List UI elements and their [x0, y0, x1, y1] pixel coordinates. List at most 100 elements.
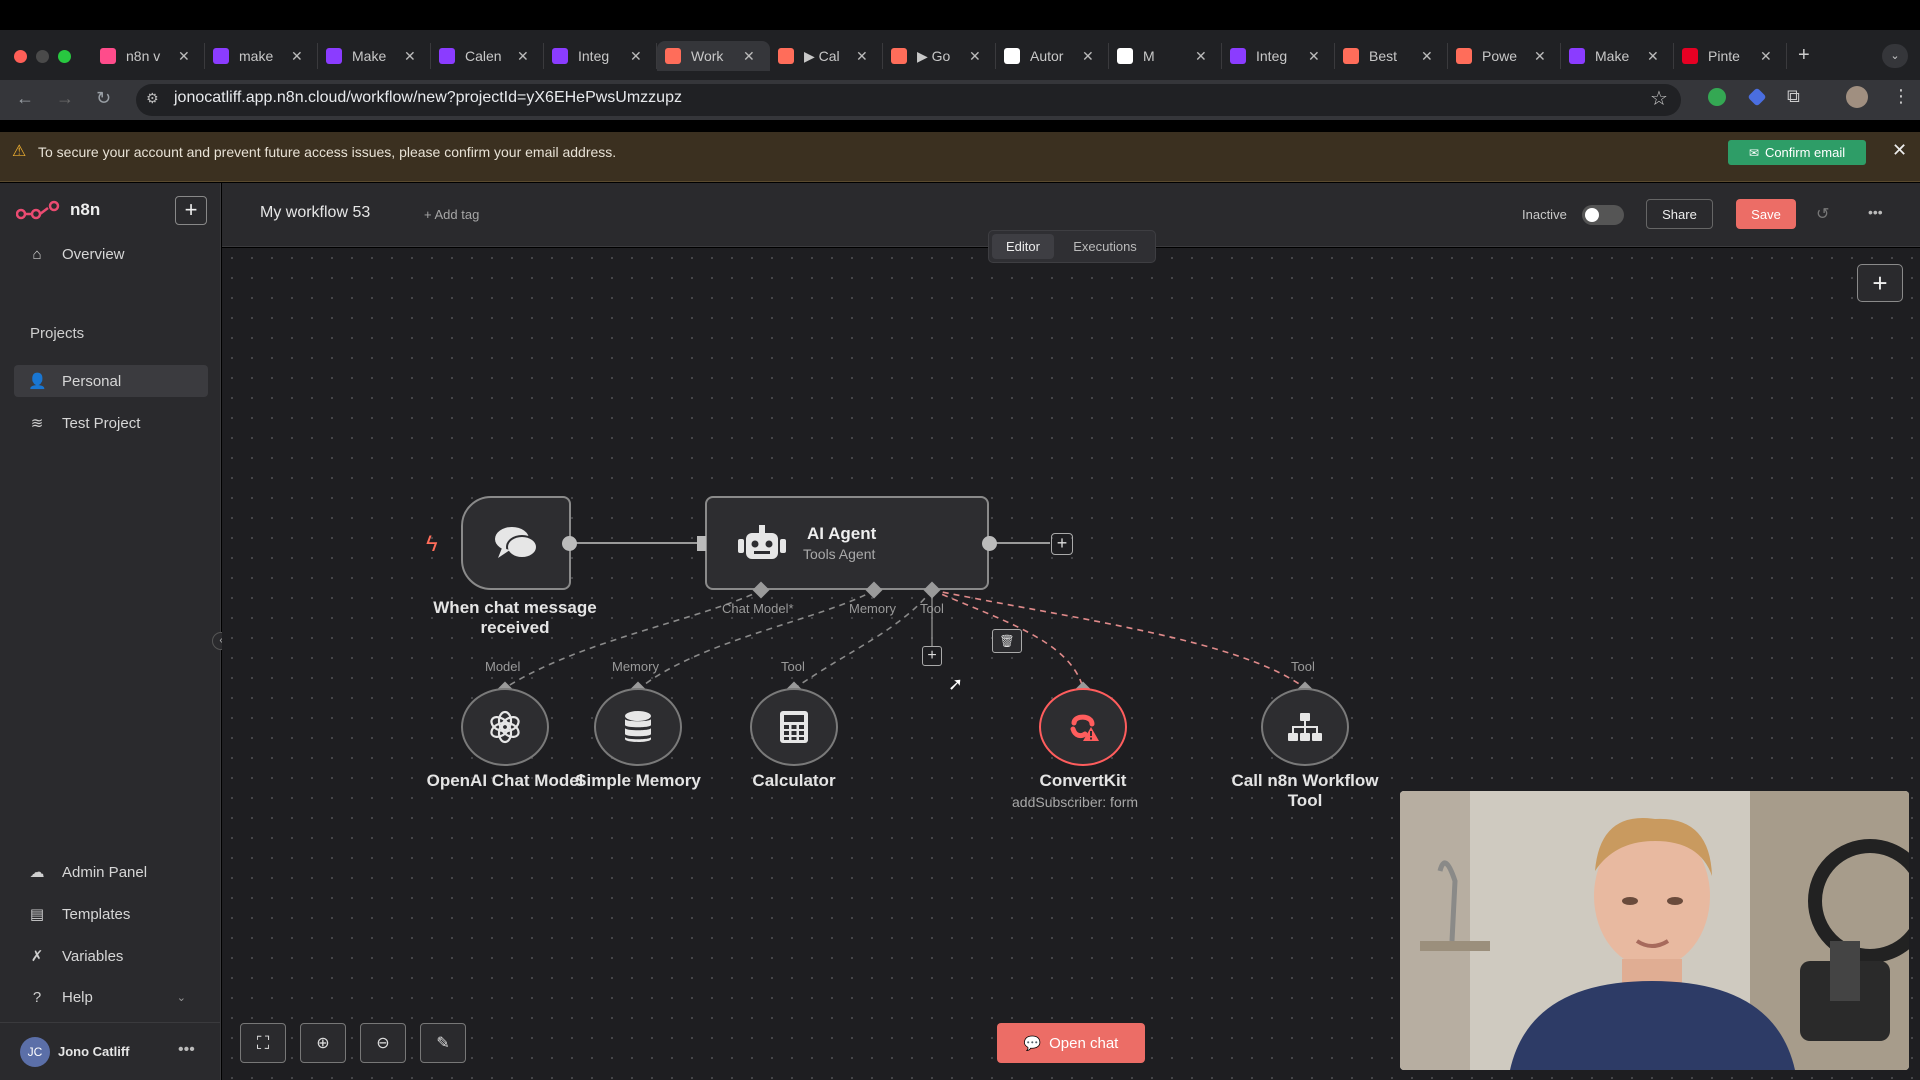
browser-tab[interactable]: Pinte✕ — [1674, 43, 1787, 69]
tab-close-icon[interactable]: ✕ — [1195, 47, 1207, 64]
browser-menu-icon[interactable]: ⋮ — [1892, 86, 1910, 106]
tab-close-icon[interactable]: ✕ — [856, 47, 868, 64]
browser-tab[interactable]: n8n v✕ — [92, 43, 205, 69]
browser-tab[interactable]: Work✕ — [657, 41, 770, 71]
url-text[interactable]: jonocatliff.app.n8n.cloud/workflow/new?p… — [174, 89, 682, 106]
browser-tab[interactable]: Make✕ — [318, 43, 431, 69]
back-icon[interactable]: ← — [16, 88, 34, 108]
active-toggle[interactable] — [1582, 205, 1624, 225]
fit-view-button[interactable]: ⛶ — [240, 1023, 286, 1063]
trigger-output-port[interactable] — [562, 536, 577, 551]
add-tool-button[interactable]: + — [922, 646, 942, 666]
calculator-node[interactable] — [750, 688, 838, 766]
confirm-email-label: Confirm email — [1764, 145, 1846, 160]
tab-favicon-icon — [1343, 48, 1359, 64]
tab-close-icon[interactable]: ✕ — [630, 47, 642, 64]
tab-close-icon[interactable]: ✕ — [291, 47, 303, 64]
bookmark-star-icon[interactable]: ☆ — [1650, 88, 1668, 110]
share-button[interactable]: Share — [1646, 199, 1713, 229]
browser-tab[interactable]: Integ✕ — [1222, 43, 1335, 69]
history-icon[interactable]: ↺ — [1816, 206, 1830, 223]
browser-tab[interactable]: ▶ Cal✕ — [770, 43, 883, 69]
new-tab-button[interactable]: + — [1798, 44, 1810, 66]
workflow-tool-port-label: Tool — [1291, 659, 1315, 674]
user-menu-icon[interactable]: ••• — [178, 1041, 195, 1058]
more-options-icon[interactable]: ••• — [1868, 204, 1883, 220]
openai-icon — [490, 710, 520, 744]
extension-green-icon[interactable] — [1708, 88, 1726, 106]
tab-close-icon[interactable]: ✕ — [1308, 47, 1320, 64]
browser-tab-strip — [0, 30, 1920, 80]
browser-tab[interactable]: Autor✕ — [996, 43, 1109, 69]
extensions-puzzle-icon[interactable]: ⧉ — [1787, 86, 1800, 106]
save-button[interactable]: Save — [1736, 199, 1796, 229]
tab-close-icon[interactable]: ✕ — [1647, 47, 1659, 64]
tab-close-icon[interactable]: ✕ — [969, 47, 981, 64]
call-workflow-tool-node[interactable] — [1261, 688, 1349, 766]
sidebar-item-overview[interactable]: ⌂ Overview — [14, 238, 208, 270]
tab-close-icon[interactable]: ✕ — [404, 47, 416, 64]
avatar[interactable]: JC — [20, 1037, 50, 1067]
site-info-icon[interactable]: ⚙ — [146, 90, 159, 106]
tab-close-icon[interactable]: ✕ — [1421, 47, 1433, 64]
tab-close-icon[interactable]: ✕ — [1760, 47, 1772, 64]
window-close-button[interactable] — [14, 50, 27, 63]
browser-tab[interactable]: M✕ — [1109, 43, 1222, 69]
zoom-in-button[interactable]: ⊕ — [300, 1023, 346, 1063]
openai-chat-model-node[interactable] — [461, 688, 549, 766]
simple-memory-node[interactable] — [594, 688, 682, 766]
tab-close-icon[interactable]: ✕ — [178, 47, 190, 64]
add-tag-button[interactable]: + Add tag — [424, 207, 480, 222]
browser-tab[interactable]: Calen✕ — [431, 43, 544, 69]
fullscreen-icon: ⛶ — [256, 1032, 270, 1053]
sidebar-item-templates[interactable]: ▤ Templates — [14, 898, 208, 930]
tab-close-icon[interactable]: ✕ — [1082, 47, 1094, 64]
reload-icon[interactable]: ↻ — [96, 88, 112, 108]
convertkit-label: ConvertKit — [1039, 771, 1127, 790]
zoom-out-button[interactable]: ⊖ — [360, 1023, 406, 1063]
window-zoom-button[interactable] — [58, 50, 71, 63]
chat-trigger-node[interactable] — [461, 496, 571, 590]
tidy-up-button[interactable]: ✎ — [420, 1023, 466, 1063]
agent-add-next-button[interactable]: + — [1051, 533, 1073, 555]
close-banner-icon[interactable]: ✕ — [1892, 140, 1908, 160]
tab-close-icon[interactable]: ✕ — [517, 47, 529, 64]
window-minimize-button[interactable] — [36, 50, 49, 63]
tab-favicon-icon — [778, 48, 794, 64]
tab-favicon-icon — [1569, 48, 1585, 64]
browser-tab[interactable]: Powe ✕ — [1448, 43, 1561, 69]
tab-label: Powe — [1482, 48, 1518, 64]
sidebar-item-admin-panel[interactable]: ☁ Admin Panel — [14, 856, 208, 888]
browser-tab[interactable]: Make✕ — [1561, 43, 1674, 69]
tab-editor[interactable]: Editor — [992, 234, 1054, 259]
sidebar-item-help[interactable]: ? Help ⌄ — [14, 981, 208, 1013]
email-warning-banner — [0, 132, 1920, 182]
add-node-button[interactable]: + — [1857, 264, 1903, 302]
browser-tab[interactable]: ▶ Go✕ — [883, 43, 996, 69]
tab-close-icon[interactable]: ✕ — [743, 47, 755, 64]
workflow-title[interactable]: My workflow 53 — [260, 204, 371, 221]
toggle-knob — [1585, 208, 1599, 222]
agent-input-port[interactable] — [697, 536, 706, 551]
sidebar-item-test-project[interactable]: ≋ Test Project — [14, 407, 208, 439]
forward-icon[interactable]: → — [56, 88, 74, 108]
confirm-email-button[interactable]: ✉ Confirm email — [1728, 140, 1866, 165]
agent-output-port[interactable] — [982, 536, 997, 551]
delete-connection-button[interactable]: 🗑 — [992, 629, 1022, 653]
browser-tab[interactable]: make✕ — [205, 43, 318, 69]
sidebar-item-personal[interactable]: 👤 Personal — [14, 365, 208, 397]
tab-search-button[interactable]: ⌄ — [1882, 44, 1908, 68]
call-workflow-tool-label: Call n8n Workflow Tool — [1215, 771, 1395, 811]
open-chat-button[interactable]: 💬 Open chat — [997, 1023, 1145, 1063]
tab-executions[interactable]: Executions — [1073, 239, 1137, 254]
create-button[interactable]: + — [175, 196, 207, 225]
sidebar-item-variables[interactable]: ✗ Variables — [14, 940, 208, 972]
browser-tab[interactable]: Integ✕ — [544, 43, 657, 69]
convertkit-node[interactable] — [1039, 688, 1127, 766]
omnibox[interactable] — [136, 84, 1681, 116]
profile-avatar[interactable] — [1846, 86, 1868, 108]
browser-tab[interactable]: Best✕ — [1335, 43, 1448, 69]
calculator-icon — [780, 711, 808, 743]
tab-close-icon[interactable]: ✕ — [1534, 47, 1546, 64]
layers-icon: ≋ — [30, 415, 44, 432]
